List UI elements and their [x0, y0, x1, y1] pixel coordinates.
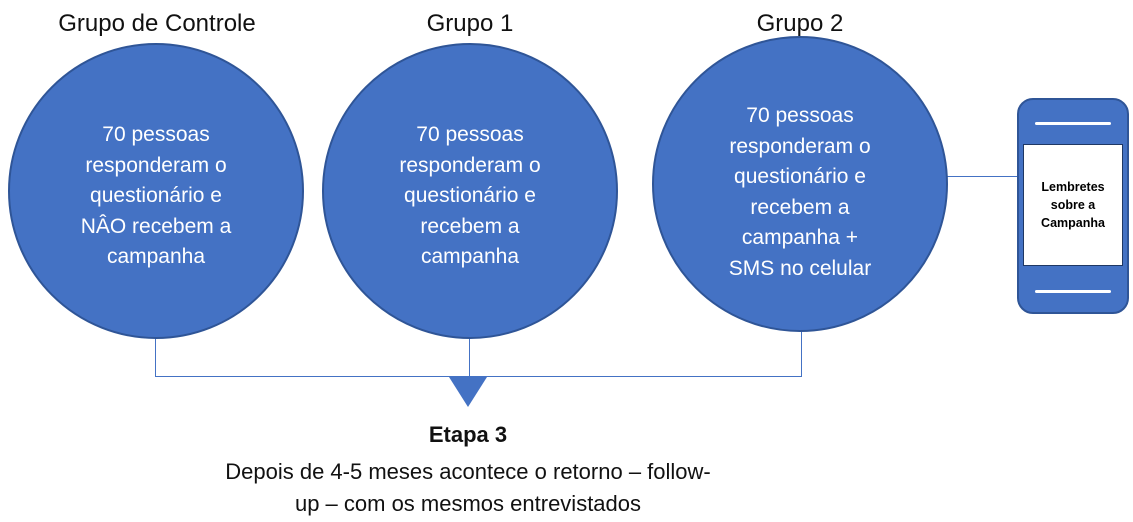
group-control-line: campanha [106, 245, 206, 268]
group-2-line: 70 pessoas [746, 104, 854, 127]
step-description: Depois de 4-5 meses acontece o retorno –… [160, 456, 776, 520]
group-1-line: questionário e [404, 184, 536, 207]
group-1-title: Grupo 1 [426, 10, 514, 37]
group-2-line: SMS no celular [728, 256, 872, 280]
group-control-text: 70 pessoas responderam o questionário e … [61, 120, 251, 273]
group-control-title: Grupo de Controle [58, 10, 256, 37]
group-2-title: Grupo 2 [756, 10, 844, 37]
connector-group-2 [801, 330, 802, 377]
phone-message-line: Campanha [1041, 216, 1105, 230]
group-1-line: campanha [420, 245, 520, 268]
group-2-text: 70 pessoas responderam o questionário e … [705, 101, 895, 284]
group-2-line: recebem a [750, 195, 850, 219]
group-2-line: questionário e [734, 165, 866, 188]
group-control-line: responderam o [85, 153, 227, 177]
group-control-line: NÂO recebem a [80, 214, 232, 238]
group-1-line: 70 pessoas [416, 123, 524, 146]
group-2-line: campanha + [741, 226, 859, 249]
step-description-line: up – com os mesmos entrevistados [294, 491, 642, 516]
phone-top-bar [1035, 122, 1111, 125]
phone-message-line: Lembretes [1041, 180, 1105, 194]
group-control-line: 70 pessoas [102, 123, 210, 146]
connector-group-1 [469, 330, 470, 377]
group-1-line: recebem a [420, 214, 520, 238]
connector-control [155, 330, 156, 377]
phone-message-line: sobre a [1050, 198, 1096, 212]
group-1-text: 70 pessoas responderam o questionário e … [375, 120, 565, 273]
smartphone-icon: Lembretes sobre a Campanha [1017, 98, 1129, 314]
group-1-circle: 70 pessoas responderam o questionário e … [322, 43, 618, 339]
group-2-circle: 70 pessoas responderam o questionário e … [652, 36, 948, 332]
group-1-line: responderam o [399, 153, 541, 177]
group-control-circle: 70 pessoas responderam o questionário e … [8, 43, 304, 339]
phone-bottom-bar [1035, 290, 1111, 293]
phone-screen: Lembretes sobre a Campanha [1023, 144, 1123, 266]
step-title: Etapa 3 [428, 422, 508, 447]
phone-message: Lembretes sobre a Campanha [1027, 178, 1119, 232]
connector-horizontal [155, 376, 802, 377]
step-description-line: Depois de 4-5 meses acontece o retorno –… [225, 459, 711, 484]
group-control-line: questionário e [90, 184, 222, 207]
down-arrow-icon [449, 377, 487, 407]
connector-phone [940, 176, 1018, 177]
group-2-line: responderam o [729, 134, 871, 158]
